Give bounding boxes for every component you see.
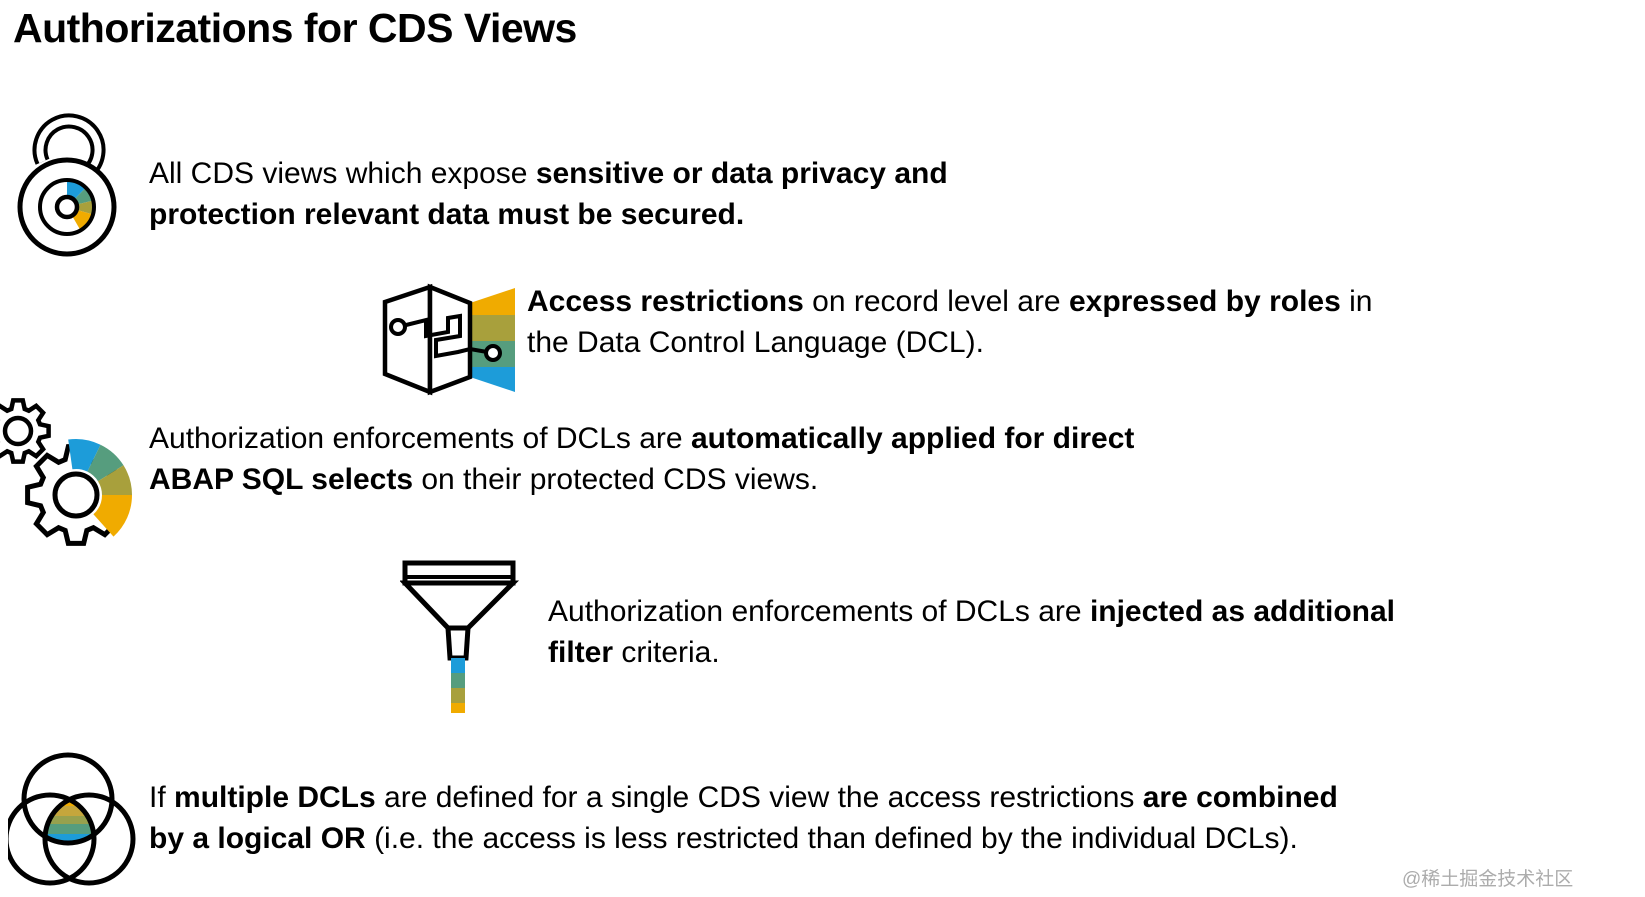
text-line: filter criteria. [548, 632, 1395, 673]
text-segment: on record level are [803, 285, 1069, 318]
text-segment: multiple DCLs [174, 781, 376, 814]
text-line: ABAP SQL selects on their protected CDS … [149, 459, 1134, 500]
map-color-panel [470, 288, 515, 392]
text-line: the Data Control Language (DCL). [527, 322, 1372, 363]
section-dcl-roles-text: Access restrictions on record level are … [527, 281, 1372, 363]
page-title: Authorizations for CDS Views [13, 5, 577, 51]
section-secured-text: All CDS views which expose sensitive or … [149, 153, 948, 235]
text-segment: are combined [1142, 781, 1338, 814]
text-segment: protection relevant data must be secured… [149, 198, 745, 231]
lock-icon [17, 113, 117, 257]
text-segment: the Data Control Language (DCL). [527, 326, 984, 359]
section-multiple-dcls-text: If multiple DCLs are defined for a singl… [149, 777, 1338, 859]
text-segment: Authorization enforcements of DCLs are [149, 422, 691, 455]
text-segment: criteria. [613, 636, 720, 669]
text-segment: are defined for a single CDS view the ac… [375, 781, 1143, 814]
text-segment: filter [548, 636, 614, 669]
text-segment: expressed by roles [1068, 285, 1341, 318]
map-icon [382, 283, 515, 396]
text-line: Authorization enforcements of DCLs are a… [149, 418, 1134, 459]
text-line: protection relevant data must be secured… [149, 194, 948, 235]
text-segment: Authorization enforcements of DCLs are [548, 595, 1090, 628]
section-abap-sql-text: Authorization enforcements of DCLs are a… [149, 418, 1134, 500]
text-segment: If [149, 781, 175, 814]
text-line: If multiple DCLs are defined for a singl… [149, 777, 1338, 818]
text-segment: All CDS views which expose [149, 157, 536, 190]
text-segment: ABAP SQL selects [149, 463, 414, 496]
text-line: Access restrictions on record level are … [527, 281, 1372, 322]
text-line: All CDS views which expose sensitive or … [149, 153, 948, 194]
text-line: Authorization enforcements of DCLs are i… [548, 591, 1395, 632]
text-segment: (i.e. the access is less restricted than… [365, 822, 1298, 855]
lock-shackle [32, 113, 106, 179]
map-route [397, 313, 494, 359]
text-segment: sensitive or data privacy and [535, 157, 948, 190]
gears-icon [0, 398, 133, 546]
venn-diagram-icon [8, 752, 136, 886]
text-segment: on their protected CDS views. [413, 463, 819, 496]
funnel-icon [400, 560, 520, 713]
text-segment: in [1340, 285, 1373, 318]
watermark: @稀土掘金技术社区 [1402, 869, 1574, 890]
text-line: by a logical OR (i.e. the access is less… [149, 818, 1338, 859]
text-segment: by a logical OR [149, 822, 366, 855]
text-segment: Access restrictions [527, 285, 804, 318]
section-filter-text: Authorization enforcements of DCLs are i… [548, 591, 1395, 673]
funnel-stream [451, 658, 465, 713]
text-segment: automatically applied for direct [690, 422, 1135, 455]
text-segment: injected as additional [1089, 595, 1396, 628]
